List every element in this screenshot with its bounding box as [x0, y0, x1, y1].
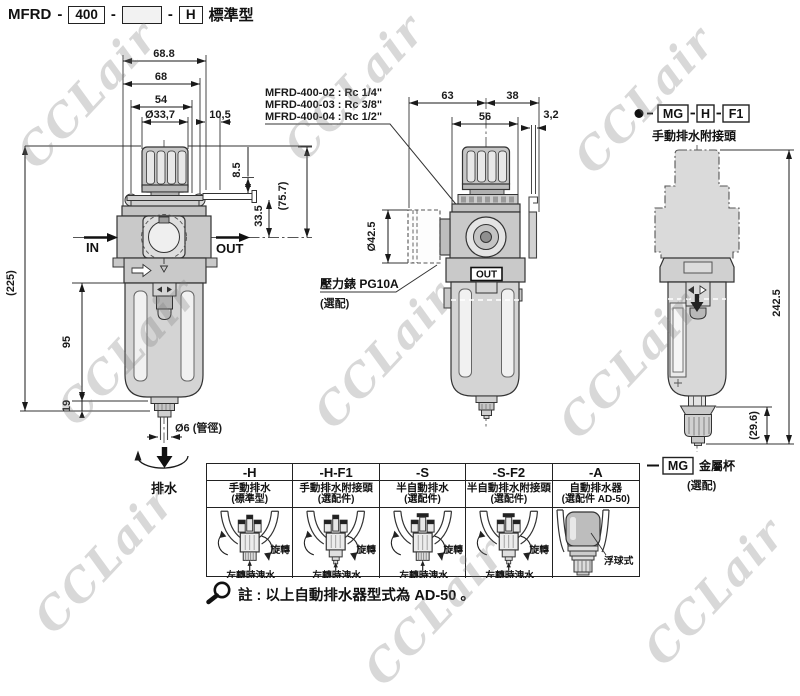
flow-arrows: [84, 233, 250, 242]
col-desc: 半自動排水附接頭(選配件): [466, 481, 553, 508]
col-desc: 手動排水附接頭(選配件): [293, 481, 380, 508]
dim-68: 68: [155, 71, 167, 83]
dim-33-5: 33.5: [253, 205, 265, 226]
metal-bowl: [659, 257, 735, 446]
rotate-label: 旋轉: [529, 543, 550, 556]
side-view: 63 38 56 3,2 Ø42.5 MFRD-400-02 : Rc 1/4"…: [265, 87, 559, 428]
rotate-label: 旋轉: [270, 543, 291, 556]
port-option-3: MFRD-400-04 : Rc 1/2": [265, 111, 382, 123]
pressure-gauge: [407, 209, 451, 264]
magnifier-icon: [206, 581, 231, 605]
col-code: -H-F1: [293, 464, 380, 481]
dim-knob-dia: Ø33,7: [145, 109, 175, 121]
footnote: 註 : 以上自動排水器型式為 AD-50 。: [238, 588, 475, 604]
col-code: -H: [207, 464, 294, 481]
rotate-label: 旋轉: [356, 543, 377, 556]
dim-38: 38: [506, 90, 518, 102]
dim-68-8: 68.8: [153, 48, 174, 60]
mounting-bracket: [528, 196, 539, 259]
float-label: 浮球式: [604, 554, 634, 567]
drain-figure-h: 旋轉 左轉時洩水: [207, 508, 294, 578]
drain-caption: 左轉時洩水: [398, 569, 448, 578]
dim-63: 63: [441, 90, 453, 102]
port-option-2: MFRD-400-03 : Rc 3/8": [265, 99, 382, 111]
unit-silhouette: [654, 149, 740, 259]
type-box: H: [178, 5, 203, 24]
in-label: IN: [86, 240, 99, 255]
dim-10-5: 10,5: [209, 109, 230, 121]
part-number-title: MFRD - 400 - - H 標準型: [8, 4, 254, 25]
drain-options-table: -H -H-F1 -S -S-F2 -A 手動排水(標準型) 手動排水附接頭(選…: [206, 463, 640, 578]
drain-direction: [134, 447, 189, 469]
drain-caption: 左轉時洩水: [312, 569, 362, 578]
dim-95: 95: [61, 336, 73, 348]
option-label: 手動排水附接頭: [652, 128, 737, 143]
mg-label: 金屬杯: [698, 458, 736, 473]
dim-3-2: 3,2: [543, 109, 558, 121]
model-text: MFRD: [8, 6, 52, 23]
col-desc: 自動排水器(選配件 AD-50): [552, 481, 639, 508]
technical-drawing: 68.8 68 54 Ø33,7 10,5 8.5 33.5 (75.7) (2…: [5, 48, 794, 496]
dim-8-5: 8.5: [231, 162, 243, 177]
port-option-1: MFRD-400-02 : Rc 1/4": [265, 87, 382, 99]
drain-figure-a: 浮球式: [553, 508, 639, 578]
side-out-label: OUT: [476, 270, 497, 281]
drain-label: 排水: [151, 481, 178, 496]
option-box-f1: F1: [729, 107, 744, 121]
dash: -: [167, 6, 173, 23]
out-port-box: [470, 266, 503, 282]
dim-75-7: (75.7): [277, 181, 289, 210]
blank-box: [121, 5, 162, 24]
col-code: -S: [379, 464, 467, 481]
option-box-h: H: [701, 107, 710, 121]
dash: -: [110, 6, 116, 23]
drain-figure-sf2: 旋轉 左轉時洩水: [466, 508, 553, 578]
col-code: -S-F2: [466, 464, 553, 481]
drain-figure-s: 旋轉 左轉時洩水: [380, 508, 467, 578]
dim-242-5: 242.5: [771, 289, 783, 317]
rotate-label: 旋轉: [442, 543, 463, 556]
dim-54: 54: [155, 94, 168, 106]
drain-caption: 左轉時洩水: [485, 569, 535, 578]
dim-pipe: Ø6 (管徑): [175, 421, 222, 435]
size-box: 400: [68, 5, 105, 24]
col-code: -A: [552, 464, 639, 481]
col-desc: 半自動排水(選配件): [379, 481, 467, 508]
gauge-note: (選配): [320, 296, 350, 310]
mg-box: MG: [668, 459, 688, 473]
dim-42-5: Ø42.5: [366, 222, 378, 252]
mg-note: (選配): [687, 478, 717, 492]
option-view: MG H F1 手動排水附接頭 242.5 (29.6): [634, 104, 794, 492]
option-box-mg: MG: [663, 107, 683, 121]
dim-19: 19: [61, 400, 73, 412]
title-suffix: 標準型: [208, 7, 254, 24]
col-desc: 手動排水(標準型): [207, 481, 294, 508]
front-view: 68.8 68 54 Ø33,7 10,5 8.5 33.5 (75.7) (2…: [5, 48, 312, 496]
dim-56: 56: [479, 111, 491, 123]
out-label: OUT: [216, 241, 244, 256]
dash: -: [57, 6, 63, 23]
drain-caption: 左轉時洩水: [225, 569, 275, 578]
dim-225: (225): [5, 270, 17, 296]
dim-29-6: (29.6): [748, 411, 760, 440]
gauge-label: 壓力錶 PG10A: [320, 276, 399, 291]
drain-figure-hf1: 旋轉 左轉時洩水: [293, 508, 380, 578]
